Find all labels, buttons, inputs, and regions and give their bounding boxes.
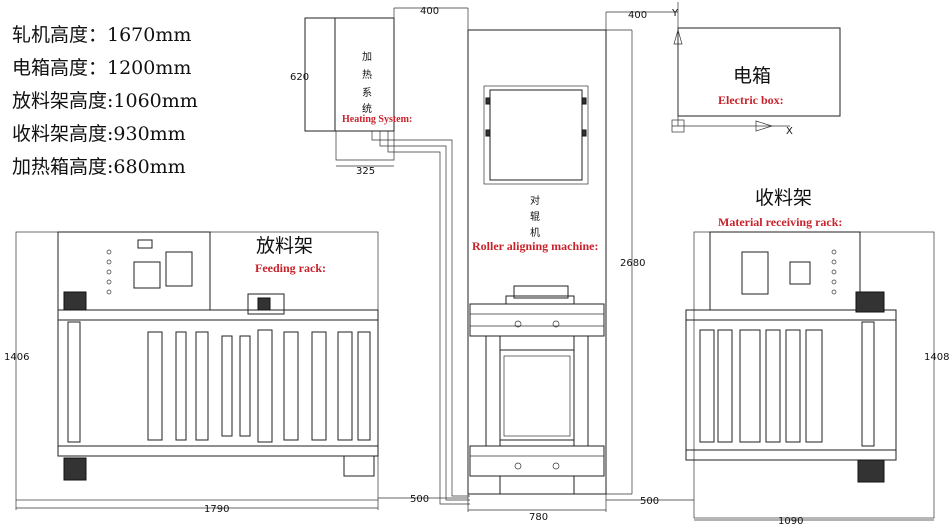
feeding-rack-width-dim: 1790 xyxy=(204,504,229,515)
top-left-spacing-dim: 400 xyxy=(420,6,439,17)
spec-electric-box-height: 电箱高度：1200mm xyxy=(12,57,191,79)
spec-receiving-rack-height: 收料架高度:930mm xyxy=(12,123,186,145)
heating-height-dim: 620 xyxy=(290,72,309,83)
axis-x-label: X xyxy=(786,126,793,137)
feeding-rack: 放料架 Feeding rack: 1406 xyxy=(4,231,379,515)
roller-label-en: Roller aligning machine: xyxy=(472,239,598,253)
axis-y-label: Y xyxy=(671,8,679,19)
bottom-right-spacing-dim: 500 xyxy=(640,496,659,507)
feeding-rack-height-dim: 1406 xyxy=(4,352,29,363)
receiving-rack: 收料架 Material receiving rack: 1408 1090 xyxy=(685,187,949,527)
receiving-rack-label-en: Material receiving rack: xyxy=(718,215,842,229)
heating-system: 加 热 系 统 Heating System: 620 325 xyxy=(290,17,470,505)
heating-label-char-3: 系 xyxy=(362,87,372,99)
roller-height-dim: 2680 xyxy=(620,258,645,269)
spec-list: 轧机高度：1670mm 电箱高度：1200mm 放料架高度:1060mm 收料架… xyxy=(12,24,198,178)
spec-heating-box-height: 加热箱高度:680mm xyxy=(12,156,186,178)
roller-machine: 对 辊 机 Roller aligning machine: 2680 780 xyxy=(467,29,645,523)
receiving-rack-height-dim: 1408 xyxy=(924,352,949,363)
electric-box-label-en: Electric box: xyxy=(718,93,784,107)
heating-label-char-4: 统 xyxy=(362,102,372,115)
heating-label-char-2: 热 xyxy=(362,68,372,81)
electric-box: Y X 电箱 Electric box: xyxy=(671,2,841,137)
bottom-left-spacing-dim: 500 xyxy=(410,494,429,505)
bottom-left-spacing: 500 xyxy=(378,494,468,505)
receiving-rack-width-dim: 1090 xyxy=(778,516,803,527)
feeding-rack-label-cn: 放料架 xyxy=(256,235,313,257)
heating-label-en: Heating System: xyxy=(342,114,412,125)
electric-box-label-cn: 电箱 xyxy=(733,65,771,87)
roller-width-dim: 780 xyxy=(529,512,548,523)
heating-system-outline xyxy=(304,17,395,132)
heating-width-dim: 325 xyxy=(356,166,375,177)
roller-label-char-3: 机 xyxy=(530,226,540,239)
top-right-spacing-dim: 400 xyxy=(628,10,647,21)
receiving-rack-label-cn: 收料架 xyxy=(755,187,812,209)
bottom-right-spacing: 500 xyxy=(606,496,694,507)
spec-feeding-rack-height: 放料架高度:1060mm xyxy=(12,90,198,112)
heating-label-char-1: 加 xyxy=(362,51,372,63)
roller-label-char-1: 对 xyxy=(530,194,540,207)
top-dimensions: 400 400 xyxy=(393,6,678,30)
roller-label-char-2: 辊 xyxy=(530,210,540,223)
feeding-rack-label-en: Feeding rack: xyxy=(255,261,326,275)
spec-mill-height: 轧机高度：1670mm xyxy=(12,24,191,46)
